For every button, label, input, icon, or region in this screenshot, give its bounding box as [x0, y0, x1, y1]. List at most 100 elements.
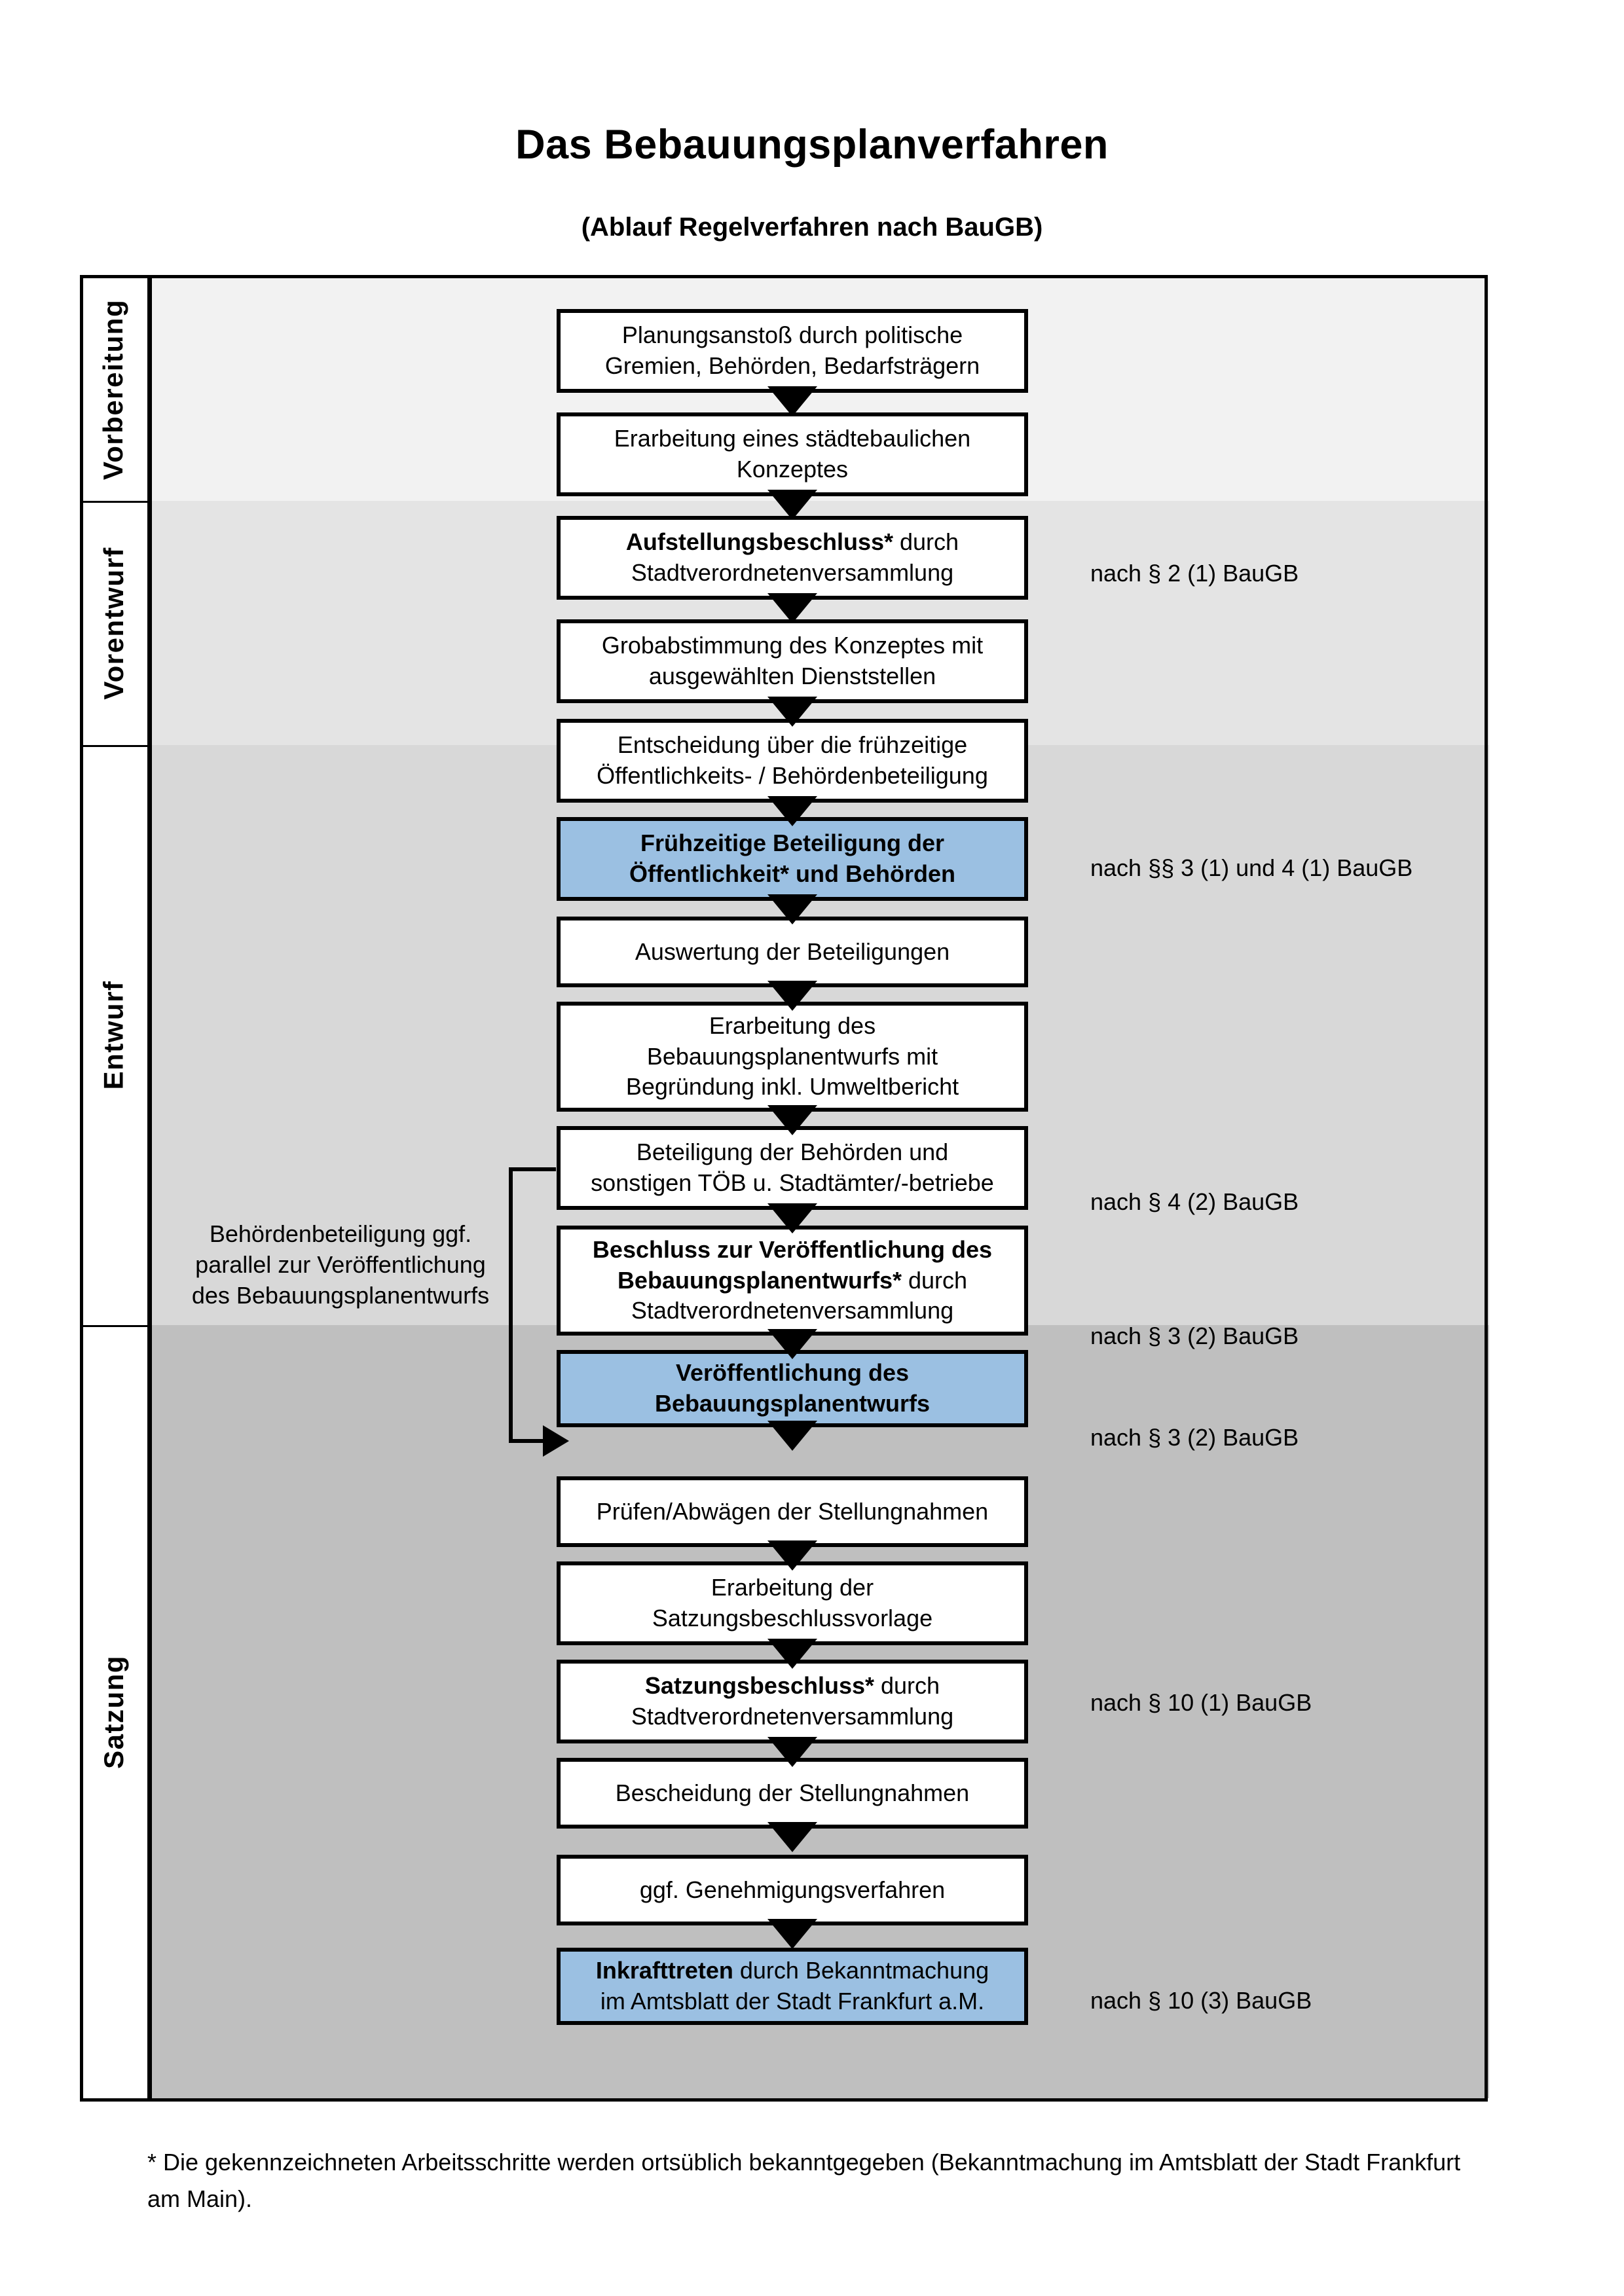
phase-label-entwurf: Entwurf	[80, 745, 147, 1325]
flow-arrow-icon-7	[767, 981, 817, 1011]
flow-arrow-icon-13	[767, 1639, 817, 1669]
step-line-2: Stadtverordnetenversammlung	[631, 1703, 954, 1730]
phase-separator-1	[80, 501, 152, 503]
step-line-1: Grobabstimmung des Konzeptes mit	[601, 632, 984, 659]
step-line-1: Erarbeitung des	[709, 1011, 876, 1039]
step-box-erarbeitung-bebauungsplanentwurf[interactable]: Erarbeitung des Bebauungsplanentwurfs mi…	[557, 1002, 1028, 1112]
step-line-1: Frühzeitige Beteiligung der	[640, 829, 945, 857]
page-subtitle: (Ablauf Regelverfahren nach BauGB)	[581, 213, 1043, 242]
step-line-2: sonstigen TÖB u. Stadtämter/-betriebe	[591, 1169, 994, 1196]
step-line-2: Öffentlichkeits- / Behördenbeteiligung	[597, 762, 988, 789]
flow-arrow-icon-10	[767, 1329, 817, 1359]
flow-arrow-icon-4	[767, 697, 817, 727]
step-line-1-bold: Aufstellungsbeschluss*	[625, 528, 894, 556]
step-box-aufstellungsbeschluss[interactable]: Aufstellungsbeschluss* durch Stadtverord…	[557, 516, 1028, 600]
phase-label-text: Entwurf	[98, 980, 129, 1090]
flow-arrow-icon-8	[767, 1105, 817, 1135]
legal-note-3: nach § 4 (2) BauGB	[1090, 1188, 1299, 1215]
step-line-1-rest: durch	[893, 528, 959, 556]
step-line-1: Entscheidung über die frühzeitige	[617, 731, 968, 759]
step-box-veroeffentlichung-bebauungsplanentwurf[interactable]: Veröffentlichung des Bebauungsplanentwur…	[557, 1350, 1028, 1427]
flow-arrow-icon-5	[767, 796, 817, 826]
phase-label-text: Vorentwurf	[98, 546, 129, 700]
legal-note-1: nach § 2 (1) BauGB	[1090, 560, 1299, 587]
step-line-2: Bebauungsplanentwurfs	[654, 1390, 931, 1417]
phase-label-vorentwurf: Vorentwurf	[80, 501, 147, 745]
step-box-bescheidung-stellungnahmen[interactable]: Bescheidung der Stellungnahmen	[557, 1758, 1028, 1829]
step-line-1-rest: durch Bekanntmachung	[733, 1957, 989, 1984]
legal-note-6: nach § 10 (1) BauGB	[1090, 1689, 1312, 1716]
step-line-1: Planungsanstoß durch politische	[621, 321, 963, 349]
side-note-line-3: Veröffentlichung des	[191, 1250, 486, 1309]
step-line-2: ausgewählten Dienststellen	[648, 663, 936, 689]
step-line-1: Erarbeitung der	[710, 1574, 874, 1601]
step-line-2: Satzungsbeschlussvorlage	[652, 1605, 933, 1631]
step-line-3: Stadtverordnetenversammlung	[631, 1297, 954, 1324]
bypass-connector-top	[509, 1167, 556, 1171]
legal-note-5: nach § 3 (2) BauGB	[1090, 1424, 1299, 1451]
side-note-line-1: Behördenbeteiligung	[209, 1220, 426, 1247]
step-box-beteiligung-behoerden-toeb[interactable]: Beteiligung der Behörden und sonstigen T…	[557, 1126, 1028, 1210]
flow-arrow-icon-9	[767, 1203, 817, 1233]
legal-note-7: nach § 10 (3) BauGB	[1090, 1987, 1312, 2014]
flow-arrow-icon-16	[767, 1919, 817, 1949]
step-line-2: Gremien, Behörden, Bedarfsträgern	[604, 352, 980, 379]
bypass-connector-vertical	[509, 1167, 513, 1443]
step-line-1-rest: durch	[874, 1672, 940, 1700]
step-box-erarbeitung-satzungsbeschlussvorlage[interactable]: Erarbeitung der Satzungsbeschlussvorlage	[557, 1561, 1028, 1645]
phase-label-vorbereitung: Vorbereitung	[80, 278, 147, 501]
flow-arrow-icon-15	[767, 1822, 817, 1852]
step-line-2: Stadtverordnetenversammlung	[631, 559, 954, 586]
step-line-1: Auswertung der Beteiligungen	[635, 938, 950, 965]
step-line-2: Öffentlichkeit* und Behörden	[629, 860, 956, 887]
flow-arrow-icon-14	[767, 1737, 817, 1767]
flow-arrow-icon-1	[767, 386, 817, 416]
step-line-1: Aufstellungsbeschluss* durch	[626, 527, 959, 558]
side-note-line-4: Bebauungsplanentwurfs	[236, 1281, 490, 1309]
step-line-1: Beteiligung der Behörden und	[636, 1139, 949, 1166]
step-line-1: Veröffentlichung des	[675, 1359, 910, 1387]
flow-arrow-icon-2	[767, 490, 817, 520]
step-line-1: Satzungsbeschluss* durch	[631, 1671, 953, 1702]
step-box-planungsanstoss[interactable]: Planungsanstoß durch politische Gremien,…	[557, 309, 1028, 393]
legal-note-4: nach § 3 (2) BauGB	[1090, 1322, 1299, 1349]
phase-label-satzung: Satzung	[80, 1325, 147, 2098]
step-box-pruefen-abwaegen[interactable]: Prüfen/Abwägen der Stellungnahmen	[557, 1476, 1028, 1547]
step-box-entscheidung-fruehzeitige-beteiligung[interactable]: Entscheidung über die frühzeitige Öffent…	[557, 719, 1028, 803]
flow-arrow-icon-6	[767, 894, 817, 924]
step-line-1: Beschluss zur Veröffentlichung des	[592, 1235, 993, 1263]
step-line-2: Bebauungsplanentwurfs* durch	[593, 1266, 992, 1296]
footnote: * Die gekennzeichneten Arbeitsschritte w…	[147, 2149, 1461, 2212]
bypass-connector-arrow-icon	[543, 1425, 569, 1457]
step-box-staedtebauliches-konzept[interactable]: Erarbeitung eines städtebaulichen Konzep…	[557, 412, 1028, 496]
step-line-1: Prüfen/Abwägen der Stellungnahmen	[596, 1497, 989, 1525]
step-box-beschluss-veroeffentlichung[interactable]: Beschluss zur Veröffentlichung des Bebau…	[557, 1226, 1028, 1336]
step-line-2: Bebauungsplanentwurfs mit	[646, 1042, 938, 1070]
step-line-1-bold: Satzungsbeschluss*	[644, 1672, 875, 1700]
step-box-auswertung-beteiligungen[interactable]: Auswertung der Beteiligungen	[557, 917, 1028, 987]
step-line-3: Begründung inkl. Umweltbericht	[625, 1073, 959, 1101]
step-line-2: im Amtsblatt der Stadt Frankfurt a.M.	[600, 1988, 985, 2014]
flow-arrow-icon-11	[767, 1421, 817, 1451]
step-box-fruehzeitige-beteiligung[interactable]: Frühzeitige Beteiligung der Öffentlichke…	[557, 817, 1028, 901]
flow-arrow-icon-3	[767, 593, 817, 623]
page-title: Das Bebauungsplanverfahren	[515, 122, 1109, 168]
bypass-connector-bottom	[509, 1439, 543, 1443]
side-note-line-2: ggf. parallel zur	[195, 1220, 472, 1278]
flow-arrow-icon-12	[767, 1540, 817, 1571]
phase-separator-3	[80, 1325, 152, 1327]
phase-label-text: Satzung	[98, 1654, 129, 1769]
step-line-1: Erarbeitung eines städtebaulichen	[614, 425, 971, 452]
step-line-1: Bescheidung der Stellungnahmen	[615, 1779, 970, 1806]
step-line-1: ggf. Genehmigungsverfahren	[639, 1876, 946, 1903]
step-box-grobabstimmung[interactable]: Grobabstimmung des Konzeptes mit ausgewä…	[557, 619, 1028, 703]
step-box-genehmigungsverfahren[interactable]: ggf. Genehmigungsverfahren	[557, 1855, 1028, 1925]
step-line-2-bold: Bebauungsplanentwurfs*	[617, 1266, 902, 1294]
step-line-2: Konzeptes	[736, 456, 849, 483]
step-box-inkrafttreten[interactable]: Inkrafttreten durch Bekanntmachung im Am…	[557, 1948, 1028, 2025]
side-note-behoerdenbeteiligung: Behördenbeteiligung ggf. parallel zur Ve…	[187, 1219, 494, 1311]
phase-column-divider	[147, 275, 152, 2102]
step-line-1-bold: Inkrafttreten	[595, 1957, 733, 1984]
step-line-1: Inkrafttreten durch Bekanntmachung	[596, 1956, 989, 1986]
step-box-satzungsbeschluss[interactable]: Satzungsbeschluss* durch Stadtverordnete…	[557, 1660, 1028, 1743]
